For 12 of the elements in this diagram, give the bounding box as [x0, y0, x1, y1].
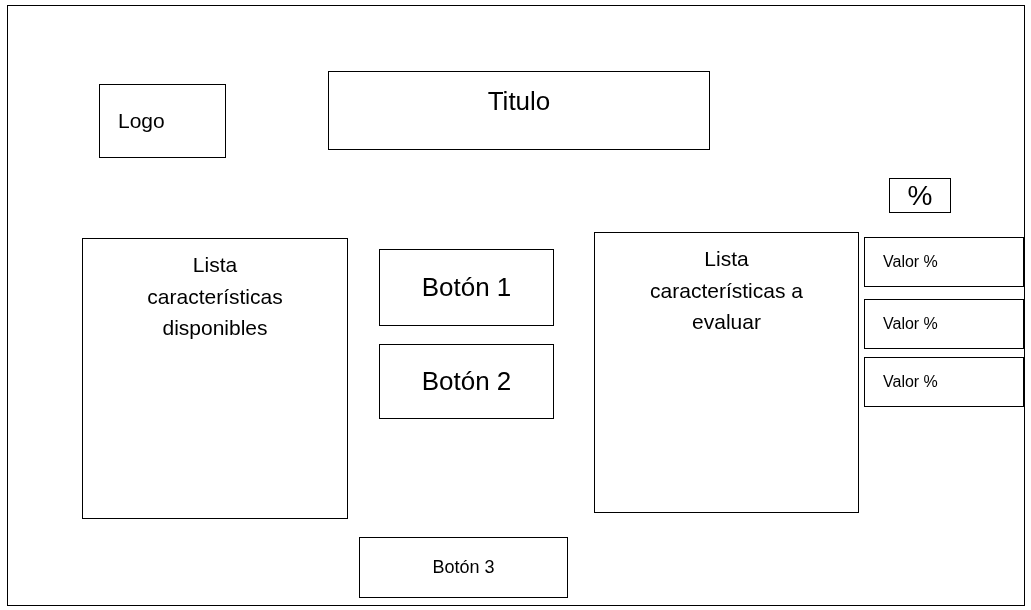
value-field: Valor %: [864, 357, 1024, 407]
value-field: Valor %: [864, 299, 1024, 349]
percent-box: %: [889, 178, 951, 213]
placeholder-label: Logo: [99, 84, 226, 158]
button: Botón 2: [379, 344, 554, 419]
button: Botón 3: [359, 537, 568, 598]
wireframe-frame: [7, 5, 1025, 606]
title-box: Titulo: [328, 71, 710, 150]
value-field: Valor %: [864, 237, 1024, 287]
button: Botón 1: [379, 249, 554, 326]
list-panel: Lista características a evaluar: [594, 232, 859, 513]
list-panel: Lista características disponibles: [82, 238, 348, 519]
